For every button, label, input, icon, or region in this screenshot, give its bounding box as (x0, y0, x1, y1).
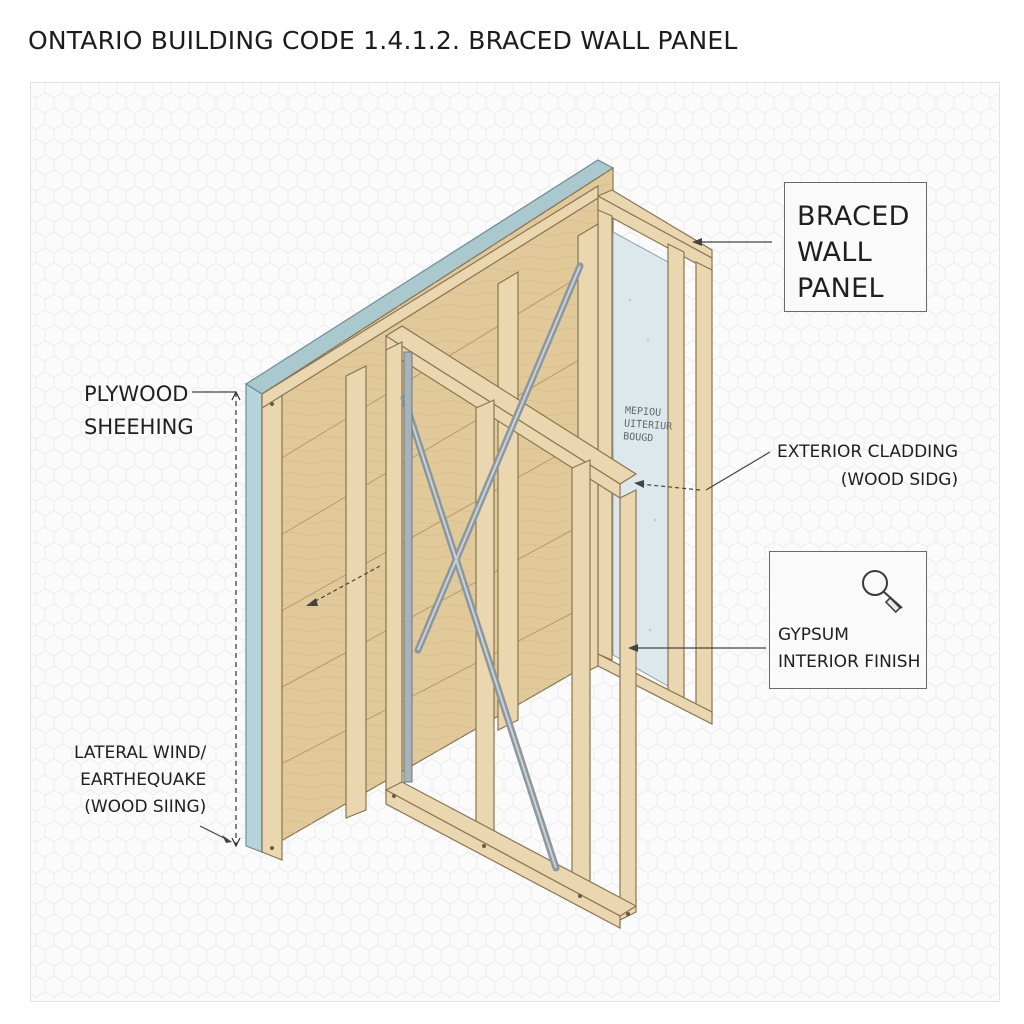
braced-wall-panel-callout: BRACED WALL PANEL (784, 182, 927, 312)
gypsum-interior-callout: GYPSUM INTERIOR FINISH (769, 551, 927, 689)
plywood-sheathing-label: PLYWOOD SHEEHING (84, 382, 194, 439)
gypsum-board-stamp: MEPIOU UITERIUR BOUGD (622, 405, 673, 445)
magnifier-icon (862, 570, 903, 614)
gypsum-interior-label: GYPSUM INTERIOR FINISH (778, 625, 921, 672)
lateral-load-label: LATERAL WIND/ EARTHEQUAKE (WOOD SIING) (74, 743, 207, 817)
exterior-cladding-label: EXTERIOR CLADDING (WOOD SIDG) (777, 442, 959, 490)
braced-wall-panel-label: BRACED WALL PANEL (797, 201, 910, 304)
leader-lines (192, 241, 772, 841)
page-title: ONTARIO BUILDING CODE 1.4.1.2. BRACED WA… (28, 26, 738, 55)
